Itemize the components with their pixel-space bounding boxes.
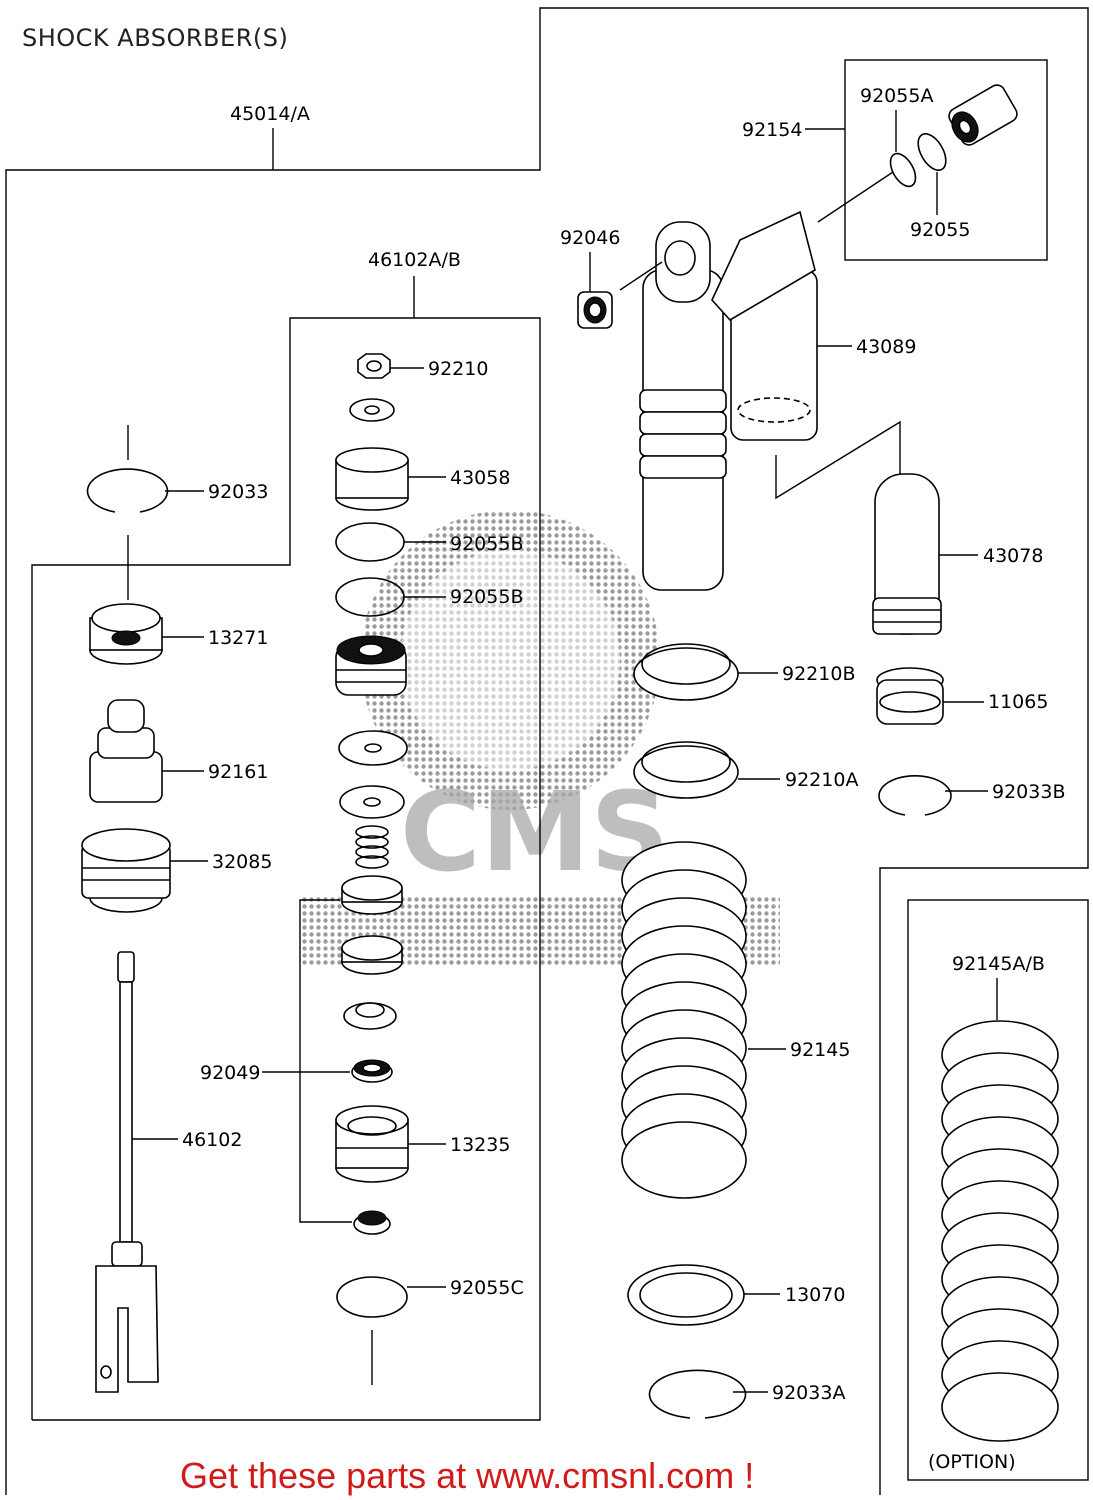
label-43058: 43058 xyxy=(450,467,510,489)
o-ring-92055-part xyxy=(917,133,947,171)
label-13271: 13271 xyxy=(208,627,268,649)
promo-link-text[interactable]: Get these parts at www.cmsnl.com ! xyxy=(180,1455,754,1496)
spring-coil xyxy=(621,1121,747,1199)
label-13235: 13235 xyxy=(450,1134,510,1156)
label-92210: 92210 xyxy=(428,358,488,380)
housing-13235-part xyxy=(335,1105,409,1183)
valve-adjuster-92154-part xyxy=(948,84,1018,146)
assembly-label: 45014/A xyxy=(230,103,310,125)
label-92055B-lower: 92055B xyxy=(450,586,523,608)
label-92210B: 92210B xyxy=(782,663,855,685)
option-spring-92145AB-part xyxy=(941,1020,1059,1442)
cap-32085-part xyxy=(81,828,171,913)
spacer-part xyxy=(343,1002,397,1030)
label-43078: 43078 xyxy=(983,545,1043,567)
circlip-92033B-part xyxy=(878,774,952,816)
label-92055: 92055 xyxy=(910,219,970,241)
label-43089: 43089 xyxy=(856,336,916,358)
seal-holder-13271-part xyxy=(89,603,163,665)
label-11065: 11065 xyxy=(988,691,1048,713)
reservoir-cap-43078-part xyxy=(872,473,942,635)
small-spring-part xyxy=(355,825,389,869)
option-frame xyxy=(907,899,1089,1481)
option-spring-label: 92145A/B xyxy=(952,953,1045,975)
o-ring-92055A-part xyxy=(889,152,917,188)
shim-upper-part xyxy=(338,730,408,766)
cap-11065-part xyxy=(876,667,944,725)
bearing-92046-part xyxy=(577,291,613,329)
o-ring-92055C-part xyxy=(336,1276,408,1318)
label-92145: 92145 xyxy=(790,1039,850,1061)
valve-seat-lower-part xyxy=(341,935,403,975)
label-92033B: 92033B xyxy=(992,781,1065,803)
adjust-nut-92210A-part xyxy=(633,741,739,799)
label-92046: 92046 xyxy=(560,227,620,249)
piston-rod-46102-part xyxy=(95,951,159,1393)
o-ring-92055B-upper-part xyxy=(335,522,405,562)
label-92033A: 92033A xyxy=(772,1382,845,1404)
valve-detail-frame xyxy=(844,59,1048,261)
label-92161: 92161 xyxy=(208,761,268,783)
circlip-92033-part xyxy=(86,468,169,513)
option-note: (OPTION) xyxy=(928,1451,1016,1473)
washer-part xyxy=(349,398,395,422)
label-92049: 92049 xyxy=(200,1062,260,1084)
label-32085: 32085 xyxy=(212,851,272,873)
shim-lower-part xyxy=(339,785,405,819)
label-92210A: 92210A xyxy=(785,769,858,791)
label-92154: 92154 xyxy=(742,119,802,141)
bushing-small-part xyxy=(353,1210,391,1235)
shock-body-43089-part xyxy=(639,210,818,591)
circlip-92033A-part xyxy=(648,1369,747,1419)
damper-set-frame xyxy=(31,317,541,1421)
label-92055A: 92055A xyxy=(860,85,933,107)
label-92033: 92033 xyxy=(208,481,268,503)
spring-seat-13070-part xyxy=(627,1264,745,1326)
label-92055C: 92055C xyxy=(450,1277,524,1299)
spring-coil xyxy=(941,1372,1059,1442)
bump-stop-92161-part xyxy=(89,699,163,803)
label-13070: 13070 xyxy=(785,1284,845,1306)
label-92055B-upper: 92055B xyxy=(450,533,523,555)
diagram-title: SHOCK ABSORBER(S) xyxy=(22,24,288,52)
valve-seat-part xyxy=(341,875,403,915)
spring-92145-part xyxy=(621,841,747,1199)
label-46102: 46102 xyxy=(182,1129,242,1151)
assembly-frame xyxy=(5,7,1089,1495)
bushing-43058-part xyxy=(335,447,409,511)
seal-92049-part xyxy=(351,1059,393,1083)
nut-92210-part xyxy=(357,353,391,379)
piston-assembly-part xyxy=(335,635,407,696)
lock-nut-92210B-part xyxy=(633,643,739,701)
damper-set-label: 46102A/B xyxy=(368,249,461,271)
